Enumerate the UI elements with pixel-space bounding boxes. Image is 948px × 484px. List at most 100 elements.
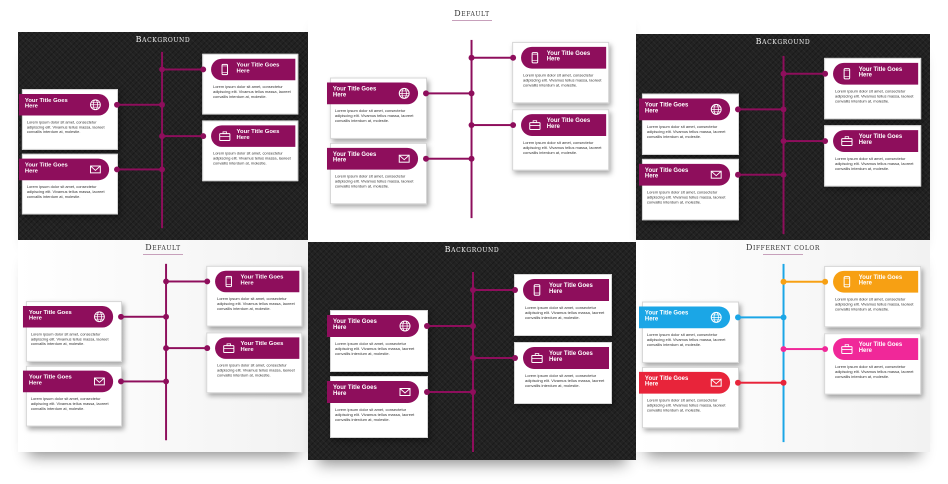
connector-dot: [780, 346, 787, 353]
connector-dot: [163, 378, 169, 385]
card-header: Your Title Goes Here: [521, 114, 607, 136]
timeline-connector: [472, 289, 514, 291]
card-title: Your Title Goes Here: [858, 134, 903, 147]
card-title: Your Title Goes Here: [333, 385, 377, 397]
card-header: Your Title Goes Here: [215, 337, 300, 359]
card-title: Your Title Goes Here: [236, 129, 280, 142]
connector-dot: [163, 313, 169, 320]
card-body-text: Lorem ipsum dolor sit amet, consectetur …: [835, 363, 914, 379]
card-body-text: Lorem ipsum dolor sit amet, consectetur …: [30, 331, 109, 347]
card-body-text: Lorem ipsum dolor sit amet, consectetur …: [213, 84, 291, 99]
card-title: Your Title Goes Here: [549, 283, 593, 295]
phone-icon: [841, 68, 853, 80]
timeline-connector: [782, 55, 785, 235]
card-header: Your Title Goes Here: [326, 82, 419, 105]
connector-dot: [822, 346, 829, 353]
card-body-text: Lorem ipsum dolor sit amet, consectetur …: [26, 184, 105, 199]
card-body-text: Lorem ipsum dolor sit amet, consectetur …: [835, 155, 914, 171]
timeline-connector: [782, 72, 825, 75]
envelope-icon: [90, 164, 102, 176]
timeline-connector: [470, 56, 513, 59]
globe-icon: [710, 311, 722, 323]
timeline-connector: [165, 263, 168, 441]
slide-label: Background: [755, 37, 811, 46]
phone-icon: [223, 275, 235, 288]
timeline-connector: [425, 92, 471, 95]
timeline-connector: [472, 272, 474, 452]
card-title: Your Title Goes Here: [644, 102, 689, 115]
card-title: Your Title Goes Here: [28, 374, 72, 387]
connector-dot: [163, 345, 169, 352]
connector-dot: [423, 90, 429, 97]
card-title: Your Title Goes Here: [546, 118, 591, 131]
connector-dot: [159, 101, 165, 108]
card-header: Your Title Goes Here: [18, 158, 110, 181]
briefcase-icon: [841, 343, 853, 355]
slide-label: Default: [18, 243, 308, 255]
connector-dot: [468, 54, 475, 61]
card-body-text: Lorem ipsum dolor sit amet, consectetur …: [26, 119, 105, 135]
timeline-connector: [470, 39, 473, 219]
card-body-text: Lorem ipsum dolor sit amet, consectetur …: [646, 397, 726, 413]
envelope-icon: [710, 377, 722, 389]
card-header: Your Title Goes Here: [327, 315, 419, 337]
connector-dot: [423, 155, 429, 162]
globe-icon: [710, 103, 722, 115]
card-title: Your Title Goes Here: [644, 167, 689, 180]
connector-dot: [780, 278, 787, 285]
connector-dot: [204, 278, 211, 285]
timeline-connector: [165, 347, 207, 350]
card-title: Your Title Goes Here: [332, 86, 377, 99]
card-title: Your Title Goes Here: [858, 342, 903, 355]
connector-dot: [780, 106, 787, 113]
card-body-text: Lorem ipsum dolor sit amet, consectetur …: [646, 332, 726, 348]
card-title: Your Title Goes Here: [549, 351, 593, 363]
connector-dot: [780, 171, 787, 178]
slide-label: Background: [444, 245, 500, 254]
connector-dot: [468, 122, 475, 129]
connector-dot: [470, 287, 476, 293]
timeline-connector: [165, 280, 207, 283]
card-title: Your Title Goes Here: [333, 319, 377, 331]
connector-dot: [735, 171, 741, 178]
timeline-connector: [737, 173, 783, 176]
timeline-connector: [782, 140, 825, 143]
connector-dot: [470, 323, 476, 329]
card-header: Your Title Goes Here: [327, 381, 419, 403]
briefcase-icon: [841, 135, 853, 147]
card-header: Your Title Goes Here: [211, 125, 296, 147]
connector-dot: [424, 389, 430, 395]
